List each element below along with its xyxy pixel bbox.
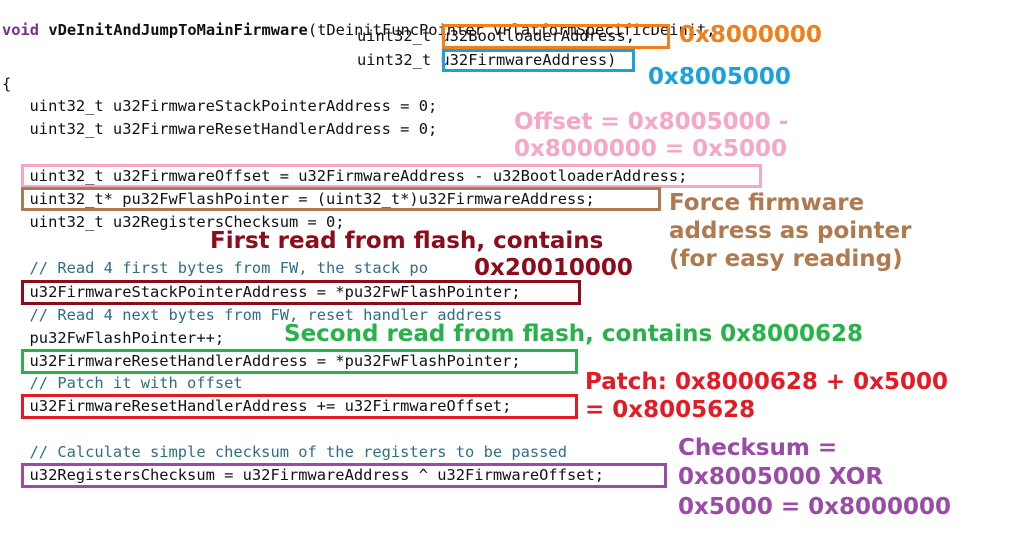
- code-line-offset-decl: uint32_t u32FirmwareOffset = u32Firmware…: [11, 167, 688, 185]
- highlight-box-flash-pointer: [21, 187, 661, 211]
- code-line-pointer-increment: pu32FwFlashPointer++;: [11, 329, 225, 347]
- code-line-open-brace: {: [2, 75, 12, 93]
- highlight-box-firmware-address: [442, 49, 635, 72]
- keyword-void: void: [2, 21, 40, 39]
- annotation-force-line-3: (for easy reading): [669, 246, 903, 272]
- highlight-box-stack-pointer-read: [21, 280, 581, 305]
- code-comment-checksum: // Calculate simple checksum of the regi…: [11, 443, 567, 461]
- annotation-offset-line-2: 0x8000000 = 0x5000: [514, 136, 788, 162]
- code-line-checksum-calc: u32RegistersChecksum = u32FirmwareAddres…: [11, 466, 605, 484]
- annotation-checksum-line-1: Checksum =: [678, 435, 838, 461]
- code-line-param-firmware: uint32_t u32FirmwareAddress): [357, 51, 617, 69]
- annotation-first-read-line-2: 0x20010000: [474, 255, 633, 281]
- code-line-param-bootloader: uint32_t u32BootloaderAddress,: [357, 27, 635, 45]
- code-comment-read-next: // Read 4 next bytes from FW, reset hand…: [11, 306, 503, 324]
- annotation-force-line-1: Force firmware: [669, 190, 865, 216]
- code-line-reset-handler-decl: uint32_t u32FirmwareResetHandlerAddress …: [11, 120, 438, 138]
- highlight-box-bootloader-address: [442, 24, 670, 49]
- highlight-box-offset: [21, 164, 762, 188]
- annotation-bootloader-value: 0x8000000: [679, 22, 822, 48]
- highlight-box-reset-handler-read: [21, 349, 578, 374]
- annotation-firmware-value: 0x8005000: [648, 64, 791, 90]
- annotation-checksum-line-2: 0x8005000 XOR: [678, 464, 884, 490]
- code-line-stack-pointer-read: u32FirmwareStackPointerAddress = *pu32Fw…: [11, 283, 521, 301]
- annotation-patch-line-1: Patch: 0x8000628 + 0x5000: [585, 369, 948, 395]
- code-comment-read-first: // Read 4 first bytes from FW, the stack…: [11, 259, 428, 277]
- highlight-box-patch: [21, 394, 578, 419]
- highlight-box-checksum: [21, 463, 667, 488]
- code-line-stack-pointer-decl: uint32_t u32FirmwareStackPointerAddress …: [11, 97, 438, 115]
- annotation-patch-line-2: = 0x8005628: [585, 397, 756, 423]
- annotation-offset-line-1: Offset = 0x8005000 -: [514, 109, 789, 135]
- code-line-reset-handler-read: u32FirmwareResetHandlerAddress = *pu32Fw…: [11, 352, 521, 370]
- annotation-second-read: Second read from flash, contains 0x80006…: [284, 321, 864, 347]
- code-comment-patch: // Patch it with offset: [11, 374, 243, 392]
- annotation-first-read-line-1: First read from flash, contains: [210, 228, 604, 254]
- code-line-flash-pointer-decl: uint32_t* pu32FwFlashPointer = (uint32_t…: [11, 190, 595, 208]
- annotation-checksum-line-3: 0x5000 = 0x8000000: [678, 494, 952, 520]
- function-name: vDeInitAndJumpToMainFirmware: [48, 21, 308, 39]
- code-line-reset-handler-patch: u32FirmwareResetHandlerAddress += u32Fir…: [11, 397, 512, 415]
- code-line-checksum-decl: uint32_t u32RegistersChecksum = 0;: [11, 213, 345, 231]
- annotation-force-line-2: address as pointer: [669, 218, 912, 244]
